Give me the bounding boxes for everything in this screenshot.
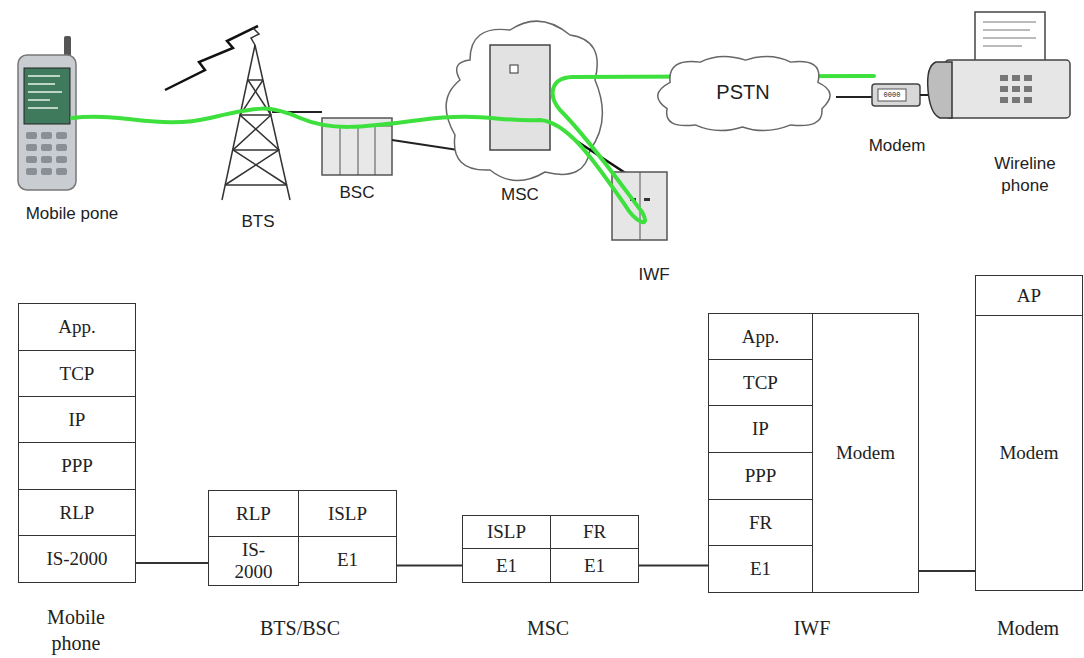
protocol-layer-box: E1 (708, 545, 813, 593)
layer-text: App. (58, 316, 95, 338)
device-label: Modem (869, 135, 926, 157)
layer-text: ISLP (487, 521, 526, 543)
layer-text: Modem (999, 442, 1058, 464)
protocol-layer-box: ISLP (462, 515, 551, 549)
link-line (136, 562, 208, 564)
stack-label: BTS/BSC (260, 615, 340, 641)
layer-text: TCP (60, 363, 95, 385)
device-label: IWF (638, 264, 669, 286)
protocol-layer-box: AP (975, 275, 1083, 316)
protocol-layer-box: ISLP (298, 490, 397, 537)
layer-text: App. (742, 326, 779, 348)
device-label: Wireline phone (985, 153, 1065, 197)
protocol-layer-box: App. (708, 313, 813, 360)
layer-text: TCP (743, 372, 778, 394)
layer-text: IP (752, 418, 769, 440)
radio-link-bolt (165, 26, 258, 90)
stack-label: Modem (997, 615, 1059, 641)
modem-icon (872, 84, 920, 106)
layer-text: E1 (337, 549, 358, 571)
protocol-layer-box: TCP (708, 359, 813, 406)
display-digits: 0000 (884, 92, 901, 99)
link-line (397, 565, 462, 567)
layer-text: RLP (236, 503, 271, 525)
device-label: BTS (241, 211, 274, 233)
msc-cloud-outline (446, 21, 602, 180)
link-wire (836, 96, 872, 98)
device-label: Mobile pone (26, 203, 119, 225)
stack-label: MSC (527, 615, 569, 641)
layer-text: Modem (836, 442, 895, 464)
device-label: MSC (501, 184, 539, 206)
layer-text: E1 (584, 555, 605, 577)
protocol-layer-box: App. (18, 303, 136, 351)
data-path (72, 109, 645, 223)
stack-label: IWF (794, 615, 831, 641)
layer-text: E1 (496, 555, 517, 577)
mobile-phone-icon (18, 36, 76, 190)
layer-text: PPP (61, 455, 93, 477)
wireline-phone-icon (928, 12, 1070, 118)
protocol-layer-box: TCP (18, 350, 136, 397)
protocol-layer-box: IS-2000 (208, 536, 299, 586)
protocol-layer-box: IS-2000 (18, 535, 136, 583)
protocol-layer-box: Modem (975, 315, 1083, 591)
protocol-layer-box: E1 (550, 548, 639, 583)
layer-text: IS-2000 (46, 548, 107, 570)
link-line (919, 570, 975, 572)
layer-text: PPP (745, 465, 777, 487)
device-label: BSC (340, 182, 375, 204)
protocol-layer-box: E1 (462, 548, 551, 583)
protocol-layer-box: Modem (812, 313, 919, 593)
protocol-layer-box: PPP (18, 442, 136, 490)
stack-label: Mobile phone (36, 604, 116, 656)
protocol-layer-box: FR (550, 515, 639, 549)
layer-text: IP (69, 409, 86, 431)
layer-text: IS-2000 (232, 539, 276, 583)
protocol-layer-box: RLP (208, 490, 299, 537)
link-wire (392, 140, 458, 150)
layer-text: AP (1017, 285, 1041, 307)
layer-text: ISLP (328, 503, 367, 525)
layer-text: E1 (750, 558, 771, 580)
protocol-layer-box: E1 (298, 536, 397, 583)
layer-text: RLP (60, 502, 95, 524)
protocol-layer-box: IP (708, 405, 813, 453)
protocol-layer-box: FR (708, 499, 813, 546)
layer-text: FR (749, 512, 772, 534)
link-line (639, 565, 708, 567)
protocol-layer-box: PPP (708, 452, 813, 500)
protocol-layer-box: IP (18, 396, 136, 443)
protocol-layer-box: RLP (18, 489, 136, 536)
msc-switch-icon (490, 45, 550, 150)
network-cloud: PSTN (645, 52, 841, 133)
cloud-label: PSTN (716, 81, 769, 104)
layer-text: FR (583, 521, 606, 543)
